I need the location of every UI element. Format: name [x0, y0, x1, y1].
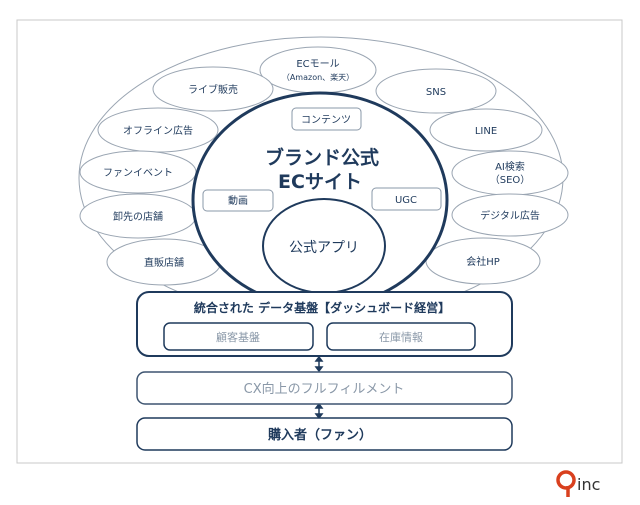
official-app-label: 公式アプリ: [289, 240, 359, 256]
channel-label: （SEO）: [490, 174, 531, 186]
channel-label: LINE: [475, 126, 497, 137]
fulfillment-label: CX向上のフルフィルメント: [244, 381, 405, 397]
channel-label: （Amazon、楽天）: [282, 72, 354, 82]
tag-ugc-label: UGC: [395, 195, 417, 206]
channel-label: 直販店舗: [144, 256, 184, 269]
tag-video: [202, 189, 274, 212]
buyer-label: 購入者（ファン）: [267, 427, 372, 443]
buyer-box: [136, 417, 513, 451]
tag-contents: [291, 107, 362, 131]
channel-label: 会社HP: [466, 255, 500, 268]
tag-ugc: [371, 187, 442, 211]
channel-label: AI検索: [495, 160, 525, 173]
double-arrows: [314, 355, 324, 420]
inventory-label: 在庫情報: [379, 330, 423, 344]
fulfillment-box: [136, 371, 513, 405]
data-platform-title: 統合された データ基盤【ダッシュボード経営】: [194, 300, 450, 315]
frame: [16, 19, 623, 464]
logo-text: inc: [577, 475, 600, 494]
channel-label: オフライン広告: [123, 124, 193, 137]
brand-title-2: ECサイト: [278, 171, 362, 193]
channel-label: SNS: [426, 87, 446, 98]
channel-label: 卸先の店舗: [113, 210, 163, 223]
brand-title-1: ブランド公式: [265, 146, 379, 169]
channel-ellipse: [451, 193, 569, 237]
channel-ellipse: [375, 68, 497, 114]
channel-label: デジタル広告: [480, 209, 540, 222]
tag-video-label: 動画: [228, 194, 248, 207]
channel-label: ライブ販売: [188, 83, 238, 96]
inventory-box: [326, 322, 476, 351]
customer-base-box: [163, 322, 314, 351]
channel-ellipse: [152, 66, 274, 112]
channel-ellipse: [429, 108, 543, 152]
channel-ellipse: [259, 46, 377, 94]
customer-base-label: 顧客基盤: [216, 330, 260, 344]
tag-contents-label: コンテンツ: [301, 115, 351, 126]
company-logo: inc: [556, 470, 600, 497]
channel-label: ECモール: [296, 59, 339, 70]
channel-ellipse: [451, 150, 569, 196]
channel-label: ファンイベント: [103, 167, 173, 179]
